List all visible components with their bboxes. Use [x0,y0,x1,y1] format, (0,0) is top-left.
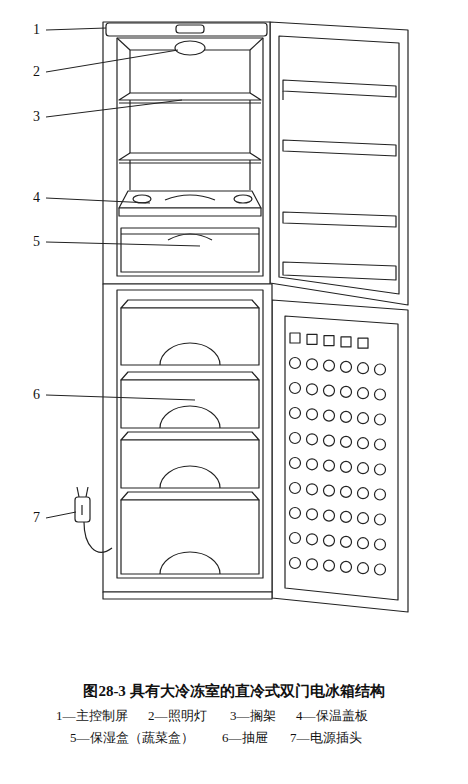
cover-plate [119,191,261,208]
part-key: 5—保湿盒（蔬菜盒） [70,730,194,746]
door-dimple [375,389,386,400]
shelf [119,153,261,160]
door-dimple [375,564,386,575]
door-dimple [307,559,318,570]
lower-cabinet [103,284,272,599]
door-dimple [307,484,318,495]
control-button [176,25,204,33]
door-dimple [307,384,318,395]
part-key: 1—主控制屏 [56,708,128,724]
door-dimple [375,364,386,375]
door-dimple [290,458,301,469]
door-dimple [307,334,317,344]
door-dimple [358,438,369,449]
door-dimple [358,488,369,499]
door-dimple [307,409,318,420]
door-dimple [290,333,300,343]
door-dimple [358,463,369,474]
power-plug [75,487,112,552]
callout-number: 2 [33,64,40,80]
door-dimple [341,337,351,347]
door-dimple [358,563,369,574]
door-dimple [341,486,352,497]
callout-number: 4 [33,190,40,206]
drawer [121,300,259,365]
door-dimple [290,383,301,394]
part-key: 6—抽屉 [222,730,268,746]
door-dimple [341,536,352,547]
door-dimple [324,336,334,346]
callout-number: 7 [33,510,40,526]
door-dimple [358,538,369,549]
door-dimple [307,509,318,520]
door-dimple [375,489,386,500]
door-dimple [307,459,318,470]
door-dimple [307,434,318,445]
door-dimple [341,436,352,447]
part-key: 4—保温盖板 [296,708,368,724]
door-dimple [375,414,386,425]
door-dimple [358,413,369,424]
door-dimple [324,460,335,471]
door-dimple [324,535,335,546]
part-key: 3—搁架 [230,708,276,724]
figure-caption: 图28-3 具有大冷冻室的直冷式双门电冰箱结构 [0,682,468,700]
callout-number: 5 [33,234,40,250]
door-dimple [324,485,335,496]
door-dimple [290,358,301,369]
door-dimple [375,514,386,525]
callout-number: 1 [33,22,40,38]
part-key: 7—电源插头 [290,730,362,746]
door-dimple [375,439,386,450]
door-dimple [290,433,301,444]
door-dimple [307,359,318,370]
door-dimple [290,558,301,569]
shelf [119,93,261,100]
door-dimple [341,461,352,472]
drawer [121,492,259,574]
lamp [175,41,205,55]
drawer [121,432,259,488]
door-dimple [324,435,335,446]
upper-cabinet [103,22,270,284]
upper-door [270,22,408,305]
door-dimple [358,388,369,399]
door-dimple [341,386,352,397]
door-dimple [341,361,352,372]
door-dimple [324,385,335,396]
door-dimples [290,333,386,575]
door-dimple [290,508,301,519]
callout-number: 3 [33,109,40,125]
door-dimple [324,360,335,371]
leader-lines [46,28,200,518]
drawers [121,300,259,574]
door-dimple [341,561,352,572]
crisper-box [121,228,259,272]
door-dimple [307,534,318,545]
door-dimple [290,533,301,544]
door-dimple [358,338,368,348]
door-dimple [375,464,386,475]
control-panel [106,23,267,36]
door-dimple [324,560,335,571]
lower-door [272,300,408,612]
door-dimple [324,510,335,521]
door-dimple [358,363,369,374]
door-dimple [375,539,386,550]
door-dimple [341,411,352,422]
door-dimple [358,513,369,524]
door-dimple [324,410,335,421]
part-key: 2—照明灯 [148,708,207,724]
callout-number: 6 [33,387,40,403]
door-dimple [341,511,352,522]
door-dimple [290,408,301,419]
door-dimple [290,483,301,494]
